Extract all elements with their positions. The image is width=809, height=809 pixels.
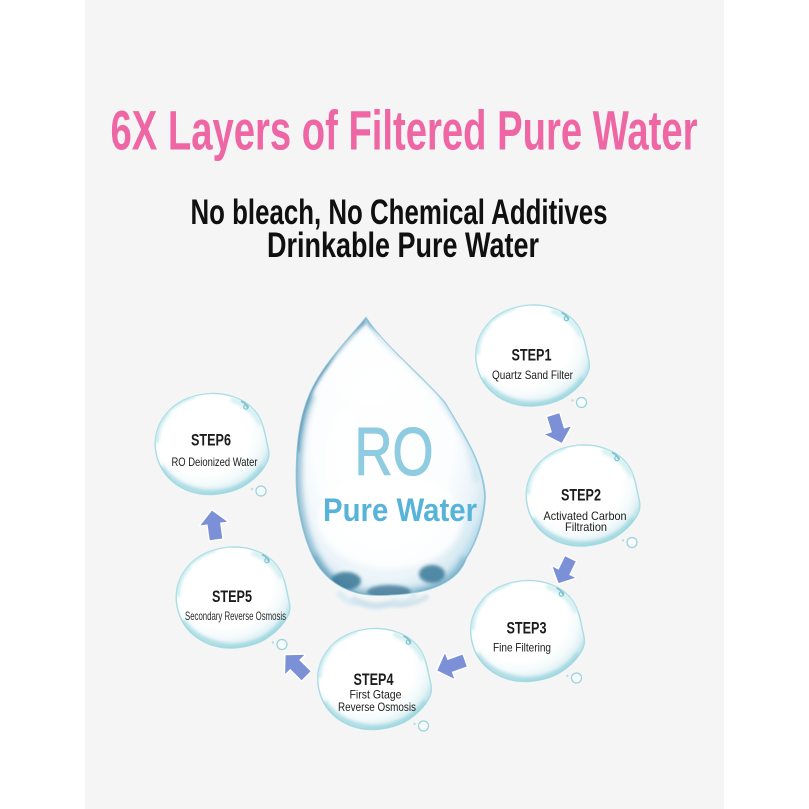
svg-text:Filtration: Filtration	[565, 520, 607, 534]
svg-text:Pure Water: Pure Water	[323, 492, 477, 528]
svg-text:No bleach, No Chemical Additiv: No bleach, No Chemical Additives	[191, 193, 608, 232]
svg-text:Drinkable Pure Water: Drinkable Pure Water	[267, 226, 539, 265]
svg-text:STEP1: STEP1	[512, 347, 552, 365]
svg-text:STEP6: STEP6	[191, 432, 231, 450]
svg-text:STEP3: STEP3	[507, 620, 547, 638]
svg-text:STEP2: STEP2	[561, 487, 601, 505]
svg-text:Quartz Sand Filter: Quartz Sand Filter	[492, 368, 573, 382]
svg-text:Secondary Reverse Osmosis: Secondary Reverse Osmosis	[185, 609, 286, 623]
svg-text:Fine Filtering: Fine Filtering	[493, 641, 551, 655]
svg-text:RO Deionized Water: RO Deionized Water	[172, 455, 258, 469]
svg-text:First Gtage: First Gtage	[350, 688, 402, 702]
svg-text:6X Layers of Filtered Pure Wat: 6X Layers of Filtered Pure Water	[111, 99, 698, 162]
svg-text:Activated Carbon: Activated Carbon	[544, 509, 627, 523]
svg-text:STEP4: STEP4	[354, 671, 395, 689]
svg-text:Reverse Osmosis: Reverse Osmosis	[338, 700, 416, 714]
svg-text:RO: RO	[355, 414, 434, 490]
svg-text:STEP5: STEP5	[212, 588, 252, 606]
